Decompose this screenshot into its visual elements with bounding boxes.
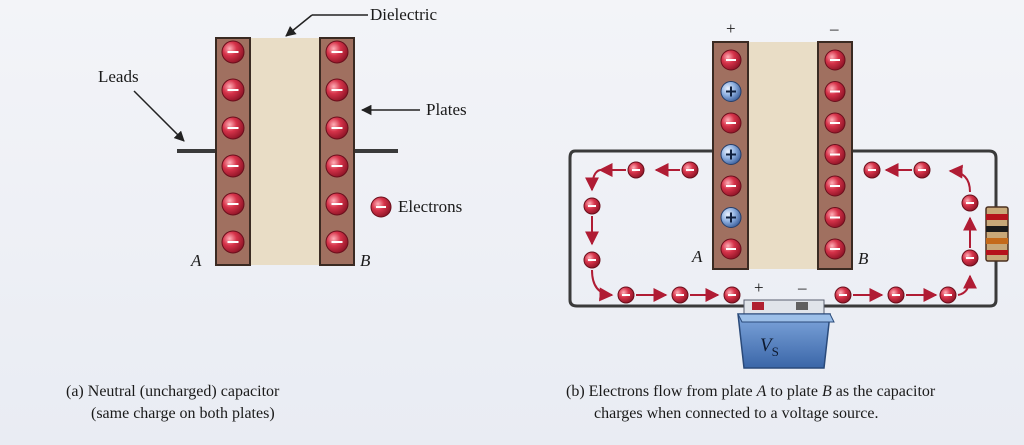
electron-charge — [824, 175, 846, 197]
leads-pointer-arrow — [133, 90, 185, 142]
electron-charge — [824, 81, 846, 102]
dielectric-block — [250, 38, 320, 265]
flow-arrow — [957, 274, 977, 296]
electron-charge — [325, 40, 349, 64]
electron-charge — [913, 161, 931, 179]
electron-charge — [863, 161, 881, 179]
electron-charge — [834, 286, 852, 304]
electron-charge — [723, 286, 741, 304]
electron-charge — [824, 49, 846, 71]
electron-charge — [824, 207, 846, 228]
electron-charge — [583, 197, 601, 215]
electron-charge — [720, 112, 742, 134]
electron-charge — [325, 230, 349, 254]
battery-plus-label: + — [754, 278, 764, 297]
electron-charge — [325, 192, 349, 216]
panel-a: Dielectric Leads Plates Electrons A B — [98, 5, 467, 270]
electron-charge — [627, 161, 645, 179]
plate-a-label: A — [691, 247, 703, 266]
plate-b-label: B — [360, 251, 371, 270]
battery-minus-label: – — [797, 278, 807, 297]
electron-charge — [961, 249, 979, 267]
electron-charge — [221, 230, 245, 254]
dielectric-block — [748, 42, 818, 269]
source-label-main: V — [760, 335, 774, 356]
caption-b-mid: to plate — [766, 383, 822, 400]
electron-charge — [583, 251, 601, 269]
proton-charge — [720, 207, 742, 228]
electron-charge — [824, 238, 846, 260]
plate-a — [215, 37, 251, 266]
electron-charge — [939, 286, 957, 304]
electrons-label: Electrons — [398, 197, 462, 216]
electron-charge — [221, 154, 245, 178]
caption-b-suffix: as the capacitor — [831, 383, 936, 400]
proton-charge — [720, 144, 742, 165]
dielectric-pointer-arrow — [285, 14, 313, 37]
electron-charge — [961, 194, 979, 212]
plate-a-label: A — [190, 251, 202, 270]
electron-charge — [221, 116, 245, 140]
electron-charge — [325, 116, 349, 140]
resistor — [985, 206, 1009, 262]
plus-terminal-label: + — [726, 19, 736, 38]
caption-b-line2: charges when connected to a voltage sour… — [594, 405, 879, 422]
proton-charge — [720, 81, 742, 102]
flow-arrow — [585, 169, 601, 192]
electron-charge — [824, 112, 846, 134]
electron-charge — [681, 161, 699, 179]
electron-charge — [325, 154, 349, 178]
plates-label: Plates — [426, 100, 467, 119]
caption-b-line1: (b) Electrons flow from plate A to plate… — [566, 381, 935, 403]
electron-charge — [887, 286, 905, 304]
caption-b-plate-a: A — [756, 383, 767, 400]
electron-charge — [720, 49, 742, 71]
electron-charge — [720, 175, 742, 197]
plate-charges — [720, 49, 846, 260]
caption-b-plate-b: B — [821, 383, 832, 400]
flow-arrow — [591, 269, 614, 302]
electron-flow — [583, 161, 979, 304]
electron-charge — [720, 238, 742, 260]
dielectric-label: Dielectric — [370, 5, 437, 24]
caption-a-line1: (a) Neutral (uncharged) capacitor — [66, 383, 280, 400]
leads-label: Leads — [98, 67, 139, 86]
plate-b-label: B — [858, 249, 869, 268]
electron-charge — [221, 40, 245, 64]
battery-vs — [737, 299, 835, 369]
electron-charge — [671, 286, 689, 304]
minus-terminal-label: – — [829, 19, 839, 38]
source-label-sub: S — [772, 344, 779, 359]
source-label: VS — [760, 335, 779, 359]
electron-charge — [617, 286, 635, 304]
caption-a: (a) Neutral (uncharged) capacitor (same … — [66, 381, 279, 425]
electron-charge — [325, 78, 349, 102]
panel-b: + – A B + – VS — [568, 19, 1009, 369]
plate-b — [319, 37, 355, 266]
electron-charge — [221, 78, 245, 102]
electron-charge — [221, 192, 245, 216]
caption-a-line2: (same charge on both plates) — [91, 405, 275, 422]
caption-b-prefix: (b) Electrons flow from plate — [566, 383, 757, 400]
plate-electrons — [221, 40, 349, 254]
electron-charge — [824, 144, 846, 165]
caption-b: (b) Electrons flow from plate A to plate… — [566, 381, 935, 425]
flow-arrow — [948, 164, 971, 193]
